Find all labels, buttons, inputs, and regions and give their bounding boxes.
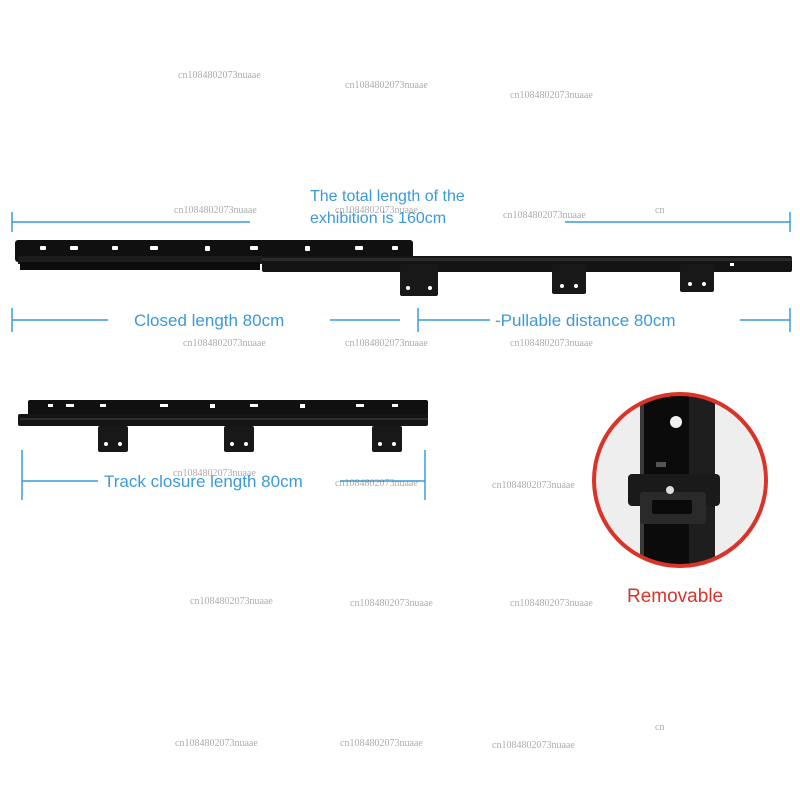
watermark: cn1084802073nuaae [183,338,266,349]
pullable-distance-label: -Pullable distance 80cm [495,311,676,330]
watermark: cn1084802073nuaae [503,210,586,221]
total-length-dimension [11,212,791,232]
watermark: cn1084802073nuaae [335,478,418,489]
watermark: cn1084802073nuaae [190,596,273,607]
total-length-label: The total length of the exhibition is 16… [310,188,465,227]
watermark: cn1084802073nuaae [492,740,575,751]
watermark: cn1084802073nuaae [340,738,423,749]
watermark: cn1084802073nuaae [345,80,428,91]
watermark: cn1084802073nuaae [173,468,256,479]
watermark: cn1084802073nuaae [510,90,593,101]
watermark: cn1084802073nuaae [510,338,593,349]
watermark: cn1084802073nuaae [350,598,433,609]
watermark: cn1084802073nuaae [345,338,428,349]
watermark: cn1084802073nuaae [492,480,575,491]
watermark: cn1084802073nuaae [175,738,258,749]
closed-pull-dimension [11,308,791,332]
watermark: cn1084802073nuaae [178,70,261,81]
watermark: cn1084802073nuaae [174,205,257,216]
closed-rail [18,400,428,452]
removable-detail-callout [592,392,768,568]
watermark-short: cn [655,205,665,216]
watermark-short: cn [655,722,665,733]
extended-rail [15,240,792,296]
closed-length-label: Closed length 80cm [134,311,285,330]
track-closure-length-label: Track closure length 80cm [104,472,303,491]
watermark: cn1084802073nuaae [510,598,593,609]
watermark: cn1084802073nuaae [335,205,418,216]
removable-label: Removable [627,586,724,607]
track-closure-dimension [21,450,426,500]
